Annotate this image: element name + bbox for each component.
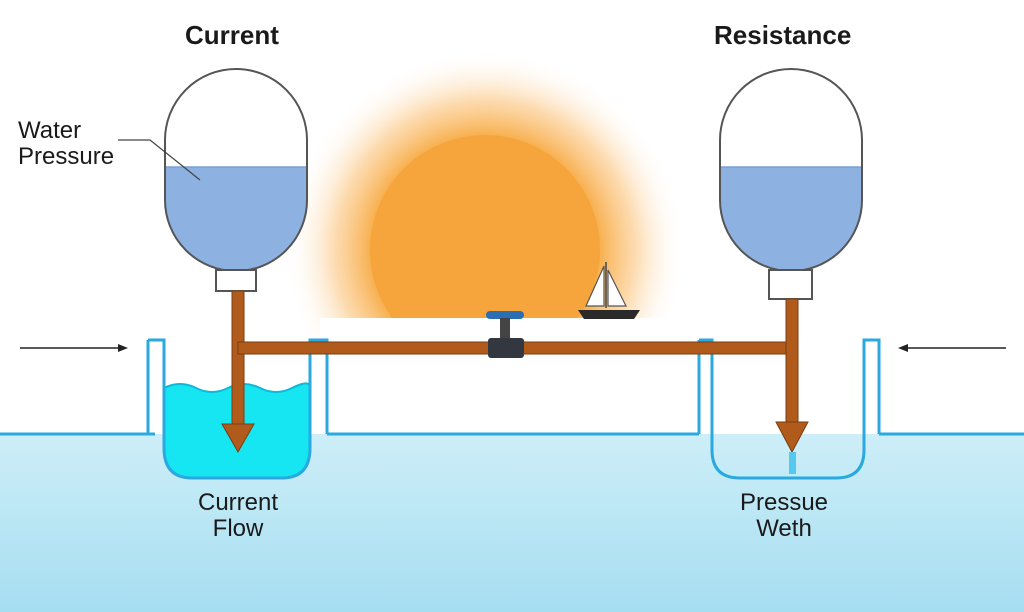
ground-water xyxy=(0,434,1024,612)
label-water: Water xyxy=(18,117,82,144)
right-basin xyxy=(697,338,881,480)
label-flow: Flow xyxy=(212,515,264,542)
title-current: Current xyxy=(185,20,279,50)
label-weth: Weth xyxy=(756,515,812,542)
valve-icon xyxy=(486,311,524,358)
callout-line xyxy=(118,139,201,181)
arrow-icon-left xyxy=(20,344,128,352)
label-current-flow: Current Flow xyxy=(178,490,298,542)
label-pressue: Pressue xyxy=(739,489,829,516)
sailboat-icon xyxy=(578,262,640,319)
label-current: Current xyxy=(197,489,279,516)
label-pressure: Pressure xyxy=(18,143,115,170)
right-tank xyxy=(719,68,863,300)
arrow-icon-right xyxy=(898,344,1006,352)
left-tank xyxy=(164,68,308,292)
label-pressue-weth: Pressue Weth xyxy=(724,490,844,542)
water-drip xyxy=(789,452,796,474)
label-water-pressure: Water Pressure xyxy=(18,118,114,170)
title-resistance: Resistance xyxy=(714,20,852,50)
